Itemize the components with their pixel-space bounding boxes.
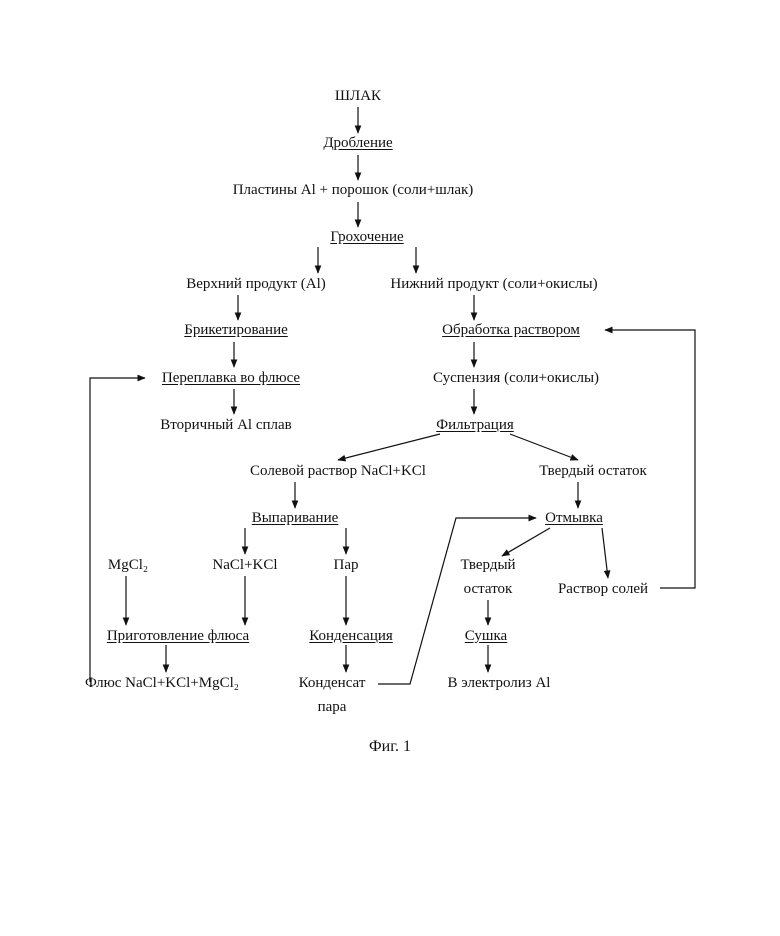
step-drying: Сушка: [465, 627, 507, 645]
node-solid-residue-2: Твердый остаток: [460, 553, 515, 601]
step-evaporation: Выпаривание: [252, 509, 339, 527]
node-solid-residue-2-line2: остаток: [460, 577, 515, 601]
node-slag: ШЛАК: [335, 87, 381, 105]
node-electrolysis: В электролиз Al: [448, 674, 551, 692]
arrow-washing-residue2: [502, 528, 550, 556]
node-flux: Флюс NaCl+KCl+MgCl₂: [85, 674, 239, 692]
step-solution-treatment: Обработка раствором: [442, 321, 580, 339]
node-condensate-line2: пара: [299, 695, 366, 719]
node-salt-solution: Солевой раствор NaCl+KCl: [250, 462, 426, 480]
step-briquetting: Брикетирование: [184, 321, 288, 339]
figure-caption: Фиг. 1: [369, 737, 411, 757]
node-lower-product: Нижний продукт (соли+окислы): [390, 275, 597, 293]
node-solid-residue-2-line1: Твердый: [460, 553, 515, 577]
step-flux-preparation: Приготовление флюса: [107, 627, 249, 645]
node-salt-solution-2: Раствор солей: [558, 580, 648, 598]
step-screening: Грохочение: [330, 228, 403, 246]
node-solid-residue: Твердый остаток: [539, 462, 647, 480]
node-suspension: Суспензия (соли+окислы): [433, 369, 599, 387]
node-condensate-line1: Конденсат: [299, 671, 366, 695]
node-plates: Пластины Al + порошок (соли+шлак): [233, 181, 474, 199]
node-secondary-alloy: Вторичный Al сплав: [160, 416, 291, 434]
node-mgcl2: MgCl₂: [108, 556, 148, 574]
arrow-washing-saltsolution2: [602, 528, 608, 578]
arrow-saltsolution2-to-treatment: [605, 330, 695, 588]
arrow-filtration-residue: [510, 434, 578, 460]
node-upper-product: Верхний продукт (Al): [186, 275, 326, 293]
step-washing: Отмывка: [545, 509, 603, 527]
node-condensate: Конденсат пара: [299, 671, 366, 719]
step-filtration: Фильтрация: [436, 416, 513, 434]
arrow-condensate-to-washing: [378, 518, 536, 684]
step-crushing: Дробление: [323, 134, 392, 152]
node-nacl-kcl: NaCl+KCl: [212, 556, 277, 574]
arrow-filtration-saltsolution: [338, 434, 440, 460]
step-condensation: Конденсация: [309, 627, 393, 645]
node-steam: Пар: [334, 556, 359, 574]
step-remelting: Переплавка во флюсе: [162, 369, 300, 387]
